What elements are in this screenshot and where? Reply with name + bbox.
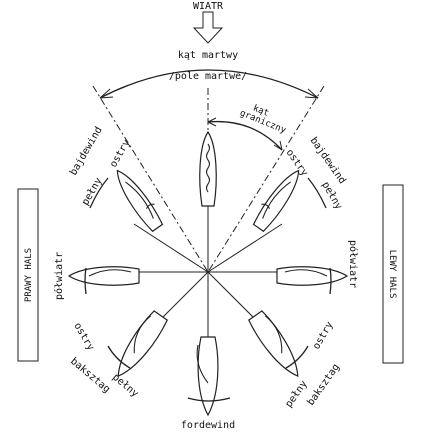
label-pelny-lower-right: pełny bbox=[283, 379, 309, 410]
dead-angle-label: kąt martwy bbox=[178, 50, 238, 61]
label-fordewind: fordewind bbox=[181, 420, 235, 431]
boat-beam-right bbox=[276, 266, 349, 286]
label-baksztag-right: baksztag bbox=[305, 362, 342, 408]
label-polwiatr-left: półwiatr bbox=[53, 252, 65, 300]
label-ostry-lower-right: ostry bbox=[311, 320, 336, 352]
boat-beam-left bbox=[67, 266, 140, 286]
dead-angle-sublabel: /pole martwe/ bbox=[169, 71, 247, 82]
boat-head-to-wind bbox=[199, 130, 217, 207]
right-tack-box: PRAWY HALS bbox=[17, 188, 39, 362]
boat-downwind bbox=[196, 336, 219, 417]
limit-angle-arc bbox=[207, 117, 283, 151]
right-tack-label: PRAWY HALS bbox=[24, 248, 34, 302]
label-polwiatr-right: półwiatr bbox=[347, 240, 359, 288]
left-tack-box: LEWY HALS bbox=[382, 184, 404, 364]
dead-angle-arc bbox=[99, 69, 319, 99]
course-arcs-right bbox=[285, 177, 332, 369]
boat-lower-left bbox=[117, 310, 168, 378]
label-baksztag-left: baksztag bbox=[68, 356, 112, 395]
course-arc-bottom bbox=[187, 397, 231, 402]
boat-upper-left bbox=[116, 169, 164, 233]
radial-lines bbox=[118, 205, 298, 338]
course-arcs-left bbox=[84, 177, 131, 369]
label-ostry-lower-left: ostry bbox=[71, 321, 96, 353]
boat-lower-right bbox=[248, 310, 299, 378]
label-ostry-upper-left: ostry bbox=[108, 138, 133, 170]
label-bajdewind-right: bajdewind bbox=[308, 135, 348, 186]
wind-label: WIATR bbox=[193, 1, 224, 12]
label-pelny-lower-left: pełny bbox=[110, 372, 140, 400]
label-bajdewind-left: bajdewind bbox=[68, 125, 105, 177]
boat-upper-right bbox=[252, 169, 300, 233]
wind-arrow bbox=[192, 11, 224, 44]
left-tack-label: LEWY HALS bbox=[387, 250, 397, 299]
